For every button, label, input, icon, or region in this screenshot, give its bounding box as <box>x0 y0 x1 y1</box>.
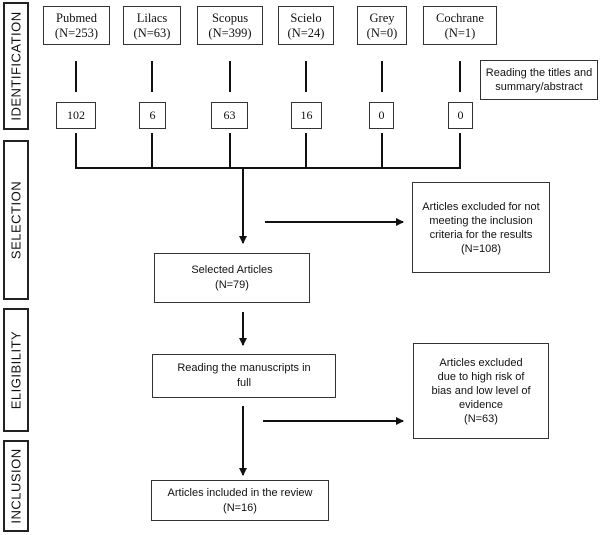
database-name: Pubmed <box>56 10 97 25</box>
selected-articles-count: (N=79) <box>215 279 249 291</box>
count-box-grey: 0 <box>369 102 394 129</box>
database-box-cochrane: Cochrane (N=1) <box>423 6 497 45</box>
count-value: 102 <box>67 108 85 122</box>
excluded-bias-line: due to high risk of <box>437 371 525 383</box>
excluded-bias-count: (N=63) <box>464 413 498 425</box>
phase-inclusion: INCLUSION <box>3 440 29 532</box>
excluded-inclusion-line: Articles excluded for not <box>422 200 540 213</box>
count-value: 63 <box>223 108 236 122</box>
count-value: 6 <box>149 108 156 122</box>
count-box-scielo: 16 <box>291 102 322 129</box>
database-count: (N=1) <box>444 25 476 40</box>
reading-full-line: full <box>236 377 252 389</box>
database-name: Scopus <box>211 10 249 25</box>
database-box-grey: Grey (N=0) <box>357 6 407 45</box>
database-name: Lilacs <box>136 10 168 25</box>
database-box-scopus: Scopus (N=399) <box>197 6 263 45</box>
phase-selection: SELECTION <box>3 140 29 300</box>
phase-identification: IDENTIFICATION <box>3 2 29 130</box>
excluded-bias-box: Articles excluded due to high risk of bi… <box>413 343 549 439</box>
database-box-scielo: Scielo (N=24) <box>278 6 334 45</box>
reading-full-line: Reading the manuscripts in <box>177 362 311 374</box>
database-box-lilacs: Lilacs (N=63) <box>123 6 181 45</box>
database-count: (N=253) <box>54 25 99 40</box>
count-box-pubmed: 102 <box>56 102 96 129</box>
excluded-bias-line: Articles excluded <box>439 357 523 369</box>
database-name: Cochrane <box>436 10 484 25</box>
selected-articles-box: Selected Articles (N=79) <box>154 253 310 303</box>
database-count: (N=63) <box>133 25 171 40</box>
reading-full-box: Reading the manuscripts in full <box>152 354 336 398</box>
database-count: (N=399) <box>208 25 252 40</box>
database-name: Grey <box>369 10 395 25</box>
excluded-inclusion-line: criteria for the results <box>429 228 533 241</box>
included-articles-count: (N=16) <box>223 501 257 514</box>
included-articles-box: Articles included in the review (N=16) <box>151 480 329 521</box>
count-value: 0 <box>378 108 385 122</box>
database-count: (N=0) <box>366 25 398 40</box>
selected-articles-label: Selected Articles <box>191 264 273 276</box>
count-box-lilacs: 6 <box>139 102 166 129</box>
excluded-inclusion-count: (N=108) <box>460 242 502 255</box>
count-box-scopus: 63 <box>211 102 248 129</box>
count-box-cochrane: 0 <box>448 102 473 129</box>
database-count: (N=24) <box>287 25 325 40</box>
database-box-pubmed: Pubmed (N=253) <box>43 6 110 45</box>
screening-note-line: Reading the titles and <box>485 67 593 79</box>
screening-note-line: summary/abstract <box>495 81 583 93</box>
included-articles-label: Articles included in the review <box>167 486 313 499</box>
excluded-bias-line: evidence <box>458 399 504 411</box>
excluded-inclusion-line: meeting the inclusion <box>429 214 533 227</box>
excluded-inclusion-box: Articles excluded for not meeting the in… <box>412 182 550 273</box>
count-value: 0 <box>457 108 464 122</box>
count-value: 16 <box>300 108 313 122</box>
excluded-bias-line: bias and low level of <box>431 385 531 397</box>
database-name: Scielo <box>290 10 322 25</box>
screening-note-box: Reading the titles and summary/abstract <box>480 60 598 100</box>
phase-eligibility: ELIGIBILITY <box>3 308 29 432</box>
